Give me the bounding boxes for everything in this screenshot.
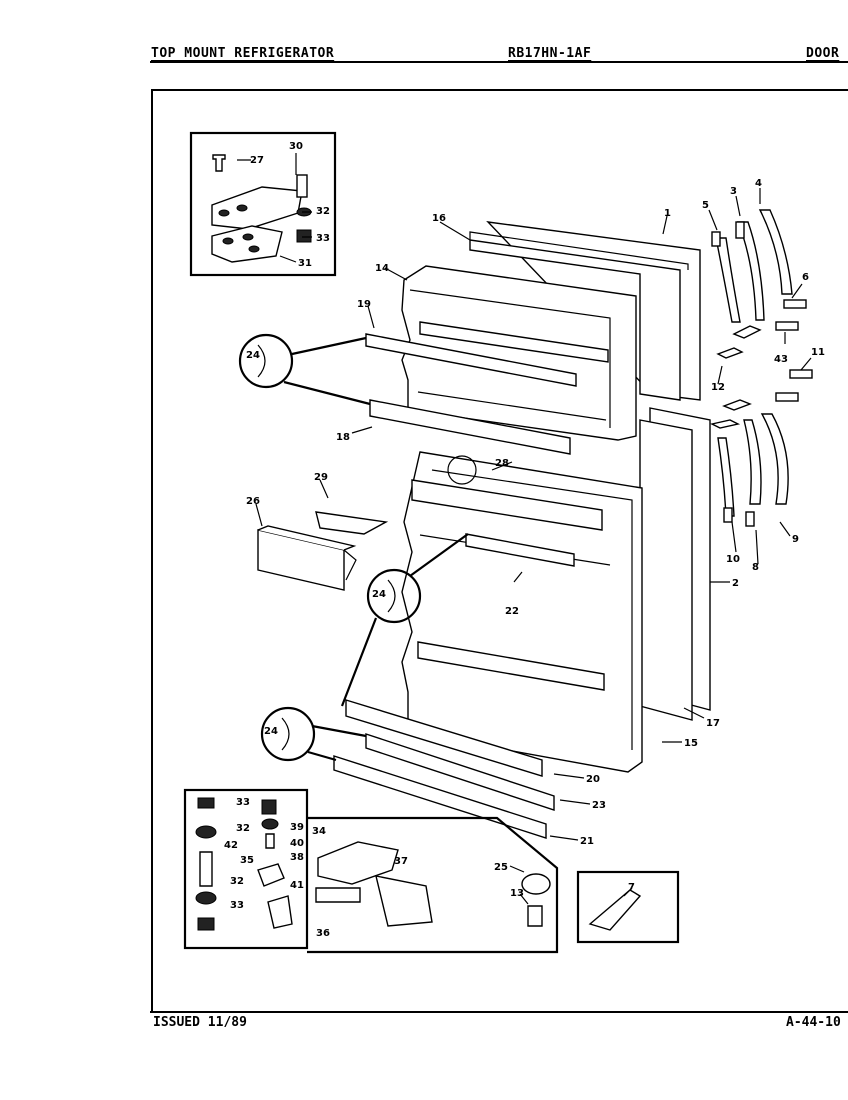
leader-lines: [237, 153, 812, 905]
callout-35: 35: [240, 855, 254, 866]
callout-13: 13: [510, 888, 524, 899]
freezer-door: [401, 221, 701, 441]
callout-1: 1: [664, 208, 671, 219]
header-rule: [150, 61, 848, 63]
butter-compartment: [257, 511, 389, 591]
callout-28: 28: [495, 458, 509, 469]
model-number: RB17HN-1AF: [508, 46, 592, 61]
callout-25: 25: [494, 862, 508, 873]
callout-43: 43: [774, 354, 788, 365]
callout-30: 30: [289, 141, 303, 152]
door-bars: [333, 699, 555, 839]
detail-circles: [238, 333, 477, 762]
callout-33: 33: [316, 233, 330, 244]
fresh-food-door: [401, 407, 711, 773]
callout-37: 37: [394, 856, 408, 867]
callout-16: 16: [432, 213, 446, 224]
callout-6: 6: [802, 272, 809, 283]
callout-39: 39: [290, 822, 304, 833]
page-title: TOP MOUNT REFRIGERATOR: [151, 46, 335, 61]
callout-9: 9: [792, 534, 799, 545]
diagram-frame: [151, 89, 848, 1011]
callout-26: 26: [246, 496, 260, 507]
callout-24-c: 24: [264, 726, 278, 737]
callout-7: 7: [628, 882, 635, 893]
callout-15: 15: [684, 738, 698, 749]
callout-22: 22: [505, 606, 519, 617]
callout-19: 19: [357, 299, 371, 310]
callout-24-a: 24: [246, 350, 260, 361]
callout-32-c: 32: [230, 876, 244, 887]
top-hinge-inset: [189, 131, 337, 277]
callout-24-b: 24: [372, 589, 386, 600]
callout-3: 3: [730, 186, 737, 197]
callout-31: 31: [298, 258, 312, 269]
section-label: DOOR: [806, 46, 840, 61]
callout-36: 36: [316, 928, 330, 939]
knob-and-bracket: [521, 870, 680, 944]
callout-42: 42: [224, 840, 238, 851]
callout-34: 34: [312, 826, 326, 837]
callout-23: 23: [592, 800, 606, 811]
callout-33-c: 33: [230, 900, 244, 911]
callout-11: 11: [811, 347, 825, 358]
callout-17: 17: [706, 718, 720, 729]
callout-14: 14: [375, 263, 389, 274]
callout-labels: 27 30 32 33 31 16 1 14 19 24 18 5 3 4 6 …: [224, 141, 825, 939]
issued-date: ISSUED 11/89: [153, 1015, 247, 1030]
callout-32: 32: [316, 206, 330, 217]
callout-10: 10: [726, 554, 740, 565]
callout-41: 41: [290, 880, 304, 891]
callout-38: 38: [290, 852, 304, 863]
callout-29: 29: [314, 472, 328, 483]
freezer-shelf-bars: [365, 333, 577, 455]
callout-33-b: 33: [236, 797, 250, 808]
footer-rule: [150, 1011, 848, 1013]
callout-21: 21: [580, 836, 594, 847]
callout-18: 18: [336, 432, 350, 443]
bottom-hinge-inset: [183, 788, 559, 954]
callout-32-b: 32: [236, 823, 250, 834]
callout-27: 27: [250, 155, 264, 166]
callout-20: 20: [586, 774, 600, 785]
callout-2: 2: [732, 578, 739, 589]
handles-trim: [709, 209, 813, 527]
callout-5: 5: [702, 200, 709, 211]
callout-4: 4: [755, 178, 762, 189]
page-number: A-44-10: [786, 1015, 841, 1030]
callout-8: 8: [752, 562, 759, 573]
callout-12: 12: [711, 382, 725, 393]
callout-40: 40: [290, 838, 304, 849]
